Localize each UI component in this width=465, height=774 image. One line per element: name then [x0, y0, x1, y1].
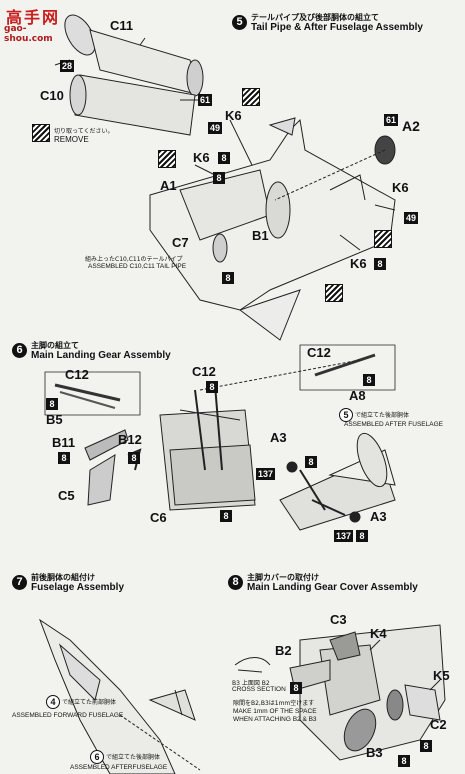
watermark-url: gao-shou.com [4, 24, 53, 44]
color-49: 49 [404, 212, 419, 224]
color-8: 8 [220, 510, 232, 522]
part-k6: K6 [193, 150, 210, 165]
space-note-en-2: WHEN ATTACHING B2 & B3 [233, 716, 317, 723]
remove-icon [374, 230, 392, 248]
part-c12: C12 [307, 345, 331, 360]
step-8-title-jp: 主脚カバーの取付け [247, 573, 319, 582]
gear-cover-drawing [234, 624, 446, 761]
part-b1: B1 [252, 228, 269, 243]
step-8-number: 8 [228, 575, 243, 590]
cross-section-en: CROSS SECTION [232, 686, 286, 693]
step-5-title-en: Tail Pipe & After Fuselage Assembly [251, 22, 423, 33]
remove-icon [32, 124, 50, 142]
part-c10: C10 [40, 88, 64, 103]
part-c7: C7 [172, 235, 189, 250]
color-8: 8 [222, 272, 234, 284]
color-8: 8 [356, 530, 368, 542]
part-b3: B3 [366, 745, 383, 760]
step7-ref1-jp: で組立てた前部胴体 [62, 699, 117, 706]
remove-icon [325, 284, 343, 302]
step-7-number: 7 [12, 575, 27, 590]
ref-step-5: 5 [339, 408, 353, 422]
part-a8: A8 [349, 388, 366, 403]
part-b11: B11 [52, 435, 76, 450]
step-7-title-jp: 前後胴体の組付け [31, 573, 95, 582]
part-b2: B2 [275, 643, 292, 658]
step-5-number: 5 [232, 15, 247, 30]
part-a3: A3 [270, 430, 287, 445]
part-a1: A1 [160, 178, 177, 193]
fuselage-join-drawing [38, 618, 201, 774]
color-8: 8 [206, 381, 218, 393]
step6-ref-jp: で組立てた後部胴体 [355, 412, 410, 419]
remove-icon [242, 88, 260, 106]
step5-note-jp: 組み上ったC10,C11のテールパイプ [85, 256, 183, 263]
part-k6: K6 [350, 256, 367, 271]
watermark-logo-chars: 高手网 [6, 8, 61, 27]
step7-ref2-en: ASSEMBLED AFTERFUSELAGE [70, 764, 168, 771]
ref-step-4: 4 [46, 695, 60, 709]
ref-step-6: 6 [90, 750, 104, 764]
cross-section-jp: B3 上面図 B2 [232, 680, 270, 687]
step7-ref1-en: ASSEMBLED FORWARD FUSELAGE [12, 712, 124, 719]
color-49: 49 [208, 122, 223, 134]
step6-ref-en: ASSEMBLED AFTER FUSELAGE [344, 421, 443, 428]
color-8: 8 [58, 452, 70, 464]
color-8: 8 [398, 755, 410, 767]
part-k6: K6 [225, 108, 242, 123]
part-k5: K5 [433, 668, 450, 683]
part-c6: C6 [150, 510, 167, 525]
step-5-title-jp: テールパイプ及び後部胴体の組立て [251, 13, 379, 22]
color-28: 28 [60, 60, 75, 72]
step5-note-en: ASSEMBLED C10,C11 TAIL PIPE [88, 263, 187, 270]
color-61: 61 [198, 94, 213, 106]
part-c12: C12 [65, 367, 89, 382]
color-8: 8 [374, 258, 386, 270]
color-8: 8 [305, 456, 317, 468]
color-8: 8 [213, 172, 225, 184]
part-b12: B12 [118, 432, 142, 447]
part-k6: K6 [392, 180, 409, 195]
color-61: 61 [384, 114, 399, 126]
space-note-jp: 隙間をB2,B3は1mm空けます [233, 700, 315, 707]
color-8: 8 [290, 682, 302, 694]
color-137: 137 [334, 530, 354, 542]
tail-pipe-drawing [54, 14, 204, 136]
part-a2: A2 [402, 118, 420, 134]
remove-note-jp: 切り取ってください。 [54, 128, 114, 135]
step-8-title-en: Main Landing Gear Cover Assembly [247, 582, 418, 593]
step7-ref2-jp: で組立てた後部胴体 [106, 754, 161, 761]
step-6-title-jp: 主脚の組立て [31, 341, 79, 350]
color-8: 8 [420, 740, 432, 752]
part-b5: B5 [46, 412, 63, 427]
color-8: 8 [218, 152, 230, 164]
part-c2: C2 [430, 717, 447, 732]
color-8: 8 [46, 398, 58, 410]
color-8: 8 [128, 452, 140, 464]
part-c3: C3 [330, 612, 347, 627]
remove-icon [158, 150, 176, 168]
color-137: 137 [256, 468, 276, 480]
step-7-title-en: Fuselage Assembly [31, 582, 125, 593]
color-8: 8 [363, 374, 375, 386]
part-c5: C5 [58, 488, 75, 503]
step-6-title-en: Main Landing Gear Assembly [31, 350, 171, 361]
step-6-number: 6 [12, 343, 27, 358]
space-note-en-1: MAKE 1mm OF THE SPACE [233, 708, 317, 715]
part-c12: C12 [192, 364, 216, 379]
after-fuselage-drawing [149, 117, 396, 341]
part-c11: C11 [110, 18, 134, 33]
part-a3: A3 [370, 509, 387, 524]
part-k4: K4 [370, 626, 387, 641]
remove-note-en: REMOVE [54, 135, 89, 144]
watermark-logo: 高手网 gao-shou.com [2, 4, 74, 44]
landing-gear-drawing [44, 344, 396, 531]
